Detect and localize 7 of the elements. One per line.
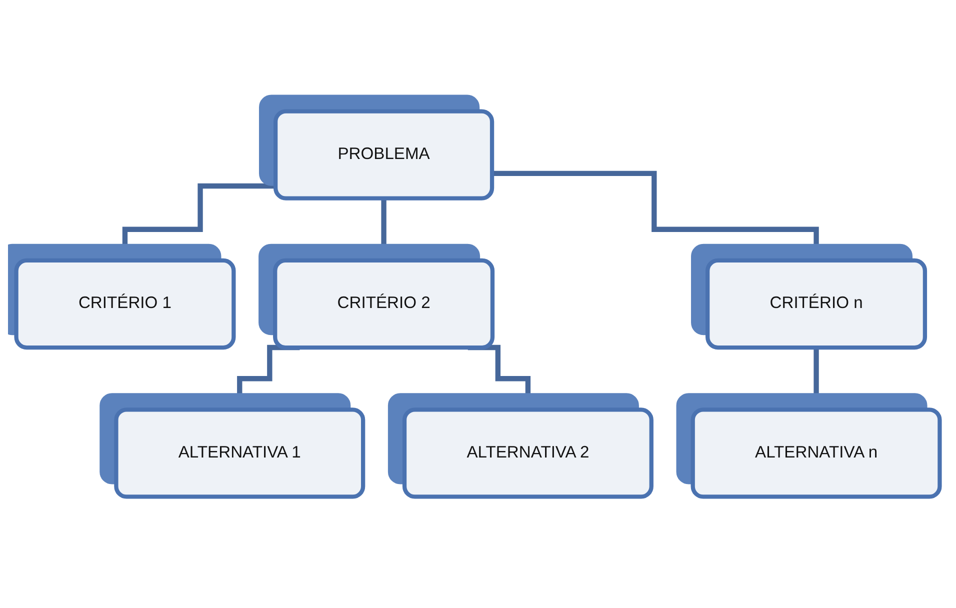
criterion-box: ALTERNATIVA n bbox=[690, 408, 942, 499]
criterion-box: CRITÉRIO n bbox=[706, 258, 928, 350]
criterion-box: CRITÉRIO 1 bbox=[14, 258, 236, 350]
criterion-box: ALTERNATIVA 1 bbox=[114, 408, 366, 499]
criterion-box: CRITÉRIO 2 bbox=[273, 258, 495, 350]
criterion-box: ALTERNATIVA 2 bbox=[402, 408, 654, 499]
criterion-box: PROBLEMA bbox=[274, 109, 494, 200]
